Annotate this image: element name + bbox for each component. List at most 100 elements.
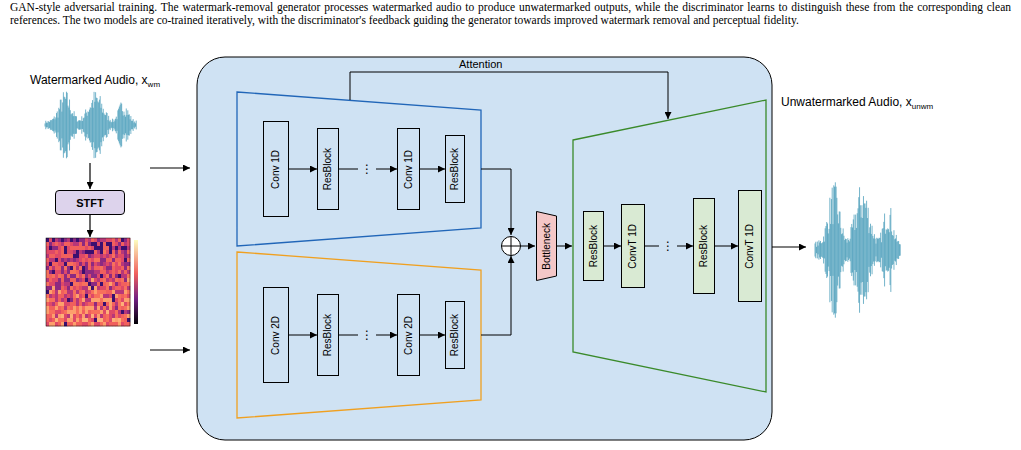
spectrogram-cell (58, 254, 61, 258)
flow-connector (420, 335, 445, 336)
spectrogram-cell (118, 322, 121, 326)
spectrogram-cell (76, 262, 79, 266)
spectrogram-cell (91, 250, 94, 254)
spectrogram-cell (64, 310, 67, 314)
spectrogram-cell (55, 298, 58, 302)
spectrogram-cell (91, 246, 94, 250)
spectrogram-cell (67, 242, 70, 246)
spectrogram-cell (91, 254, 94, 258)
spectrogram-cell (46, 254, 49, 258)
spectrogram-cell (79, 278, 82, 282)
spectrogram-cell (82, 294, 85, 298)
layer-label: ResBlock (450, 148, 460, 190)
spectrogram-cell (121, 238, 124, 242)
spectrogram-cell (79, 238, 82, 242)
spectrogram-cell (70, 314, 73, 318)
spectrogram-cell (49, 298, 52, 302)
spectrogram-cell (97, 298, 100, 302)
spectrogram-cell (52, 290, 55, 294)
waveform-encoder-outline (237, 92, 481, 246)
spectrogram-cell (121, 278, 124, 282)
spectrogram-cell (55, 246, 58, 250)
spectrogram-cell (112, 322, 115, 326)
spectrogram-cell (58, 238, 61, 242)
spectrogram-cell (55, 318, 58, 322)
spectrogram-cell (88, 270, 91, 274)
spectrogram-cell (73, 274, 76, 278)
spectrogram-cell (94, 270, 97, 274)
spectrogram-cell (100, 310, 103, 314)
spectrogram-cell (55, 306, 58, 310)
spectrogram-cell (73, 258, 76, 262)
spectrogram-cell (103, 238, 106, 242)
spectrogram-cell (73, 266, 76, 270)
spectrogram-cell (79, 246, 82, 250)
spectrogram-cell (94, 294, 97, 298)
spectrogram-cell (49, 322, 52, 326)
spectrogram-cell (94, 238, 97, 242)
spectrogram-cell (76, 258, 79, 262)
spectrogram-cell (85, 306, 88, 310)
spectrogram-cell (85, 266, 88, 270)
spectrogram-encoder-outline (237, 252, 481, 418)
spectrogram-cell (94, 254, 97, 258)
spectrogram-cell (55, 270, 58, 274)
spectrogram-cell (91, 238, 94, 242)
spectrogram-cell (115, 322, 118, 326)
encoder-layer-block: Conv 2D (397, 294, 420, 376)
spectrogram-cell (67, 250, 70, 254)
spectrogram-cell (64, 290, 67, 294)
spectrogram-cell (124, 298, 127, 302)
spectrogram-cell (79, 306, 82, 310)
spectrogram-cell (64, 258, 67, 262)
spectrogram-cell (58, 294, 61, 298)
spectrogram-cell (58, 274, 61, 278)
spectrogram-cell (46, 274, 49, 278)
decoder-layer-block: ResBlock (583, 211, 604, 281)
spectrogram-cell (118, 294, 121, 298)
spectrogram-cell (52, 282, 55, 286)
spectrogram-cell (73, 294, 76, 298)
ellipsis-label: ⋮ (358, 163, 376, 175)
spectrogram-cell (112, 274, 115, 278)
spectrogram-cell (73, 302, 76, 306)
spectrogram-cell (91, 266, 94, 270)
spectrogram-cell (118, 266, 121, 270)
spectrogram-cell (94, 262, 97, 266)
spectrogram-cell (61, 278, 64, 282)
spectrogram-cell (70, 306, 73, 310)
spectrogram-cell (67, 322, 70, 326)
spectrogram-cell (76, 246, 79, 250)
spectrogram-cell (46, 318, 49, 322)
spectrogram-cell (61, 282, 64, 286)
spectrogram-cell (118, 270, 121, 274)
flow-connector (289, 335, 317, 336)
spectrogram-cell (94, 274, 97, 278)
spectrogram-cell (52, 238, 55, 242)
spectrogram-cell (76, 298, 79, 302)
spectrogram-cell (118, 302, 121, 306)
spectrogram-cell (58, 246, 61, 250)
spectrogram-cell (58, 290, 61, 294)
spectrogram-cell (76, 274, 79, 278)
spectrogram-cell (124, 318, 127, 322)
spectrogram-cell (124, 270, 127, 274)
spectrogram-cell (46, 298, 49, 302)
spectrogram-cell (115, 318, 118, 322)
spectrogram-cell (100, 282, 103, 286)
spectrogram-cell (115, 238, 118, 242)
spectrogram-cell (61, 306, 64, 310)
spectrogram-cell (79, 302, 82, 306)
spectrogram-cell (106, 246, 109, 250)
spectrogram-cell (109, 274, 112, 278)
spectrogram-cell (109, 322, 112, 326)
spectrogram-cell (52, 318, 55, 322)
spectrogram-cell (97, 290, 100, 294)
spectrogram-cell (79, 298, 82, 302)
spectrogram-cell (52, 322, 55, 326)
spectrogram-cell (118, 286, 121, 290)
ellipsis-label: ⋮ (358, 329, 376, 341)
spectrogram-cell (115, 270, 118, 274)
spectrogram-cell (124, 238, 127, 242)
spectrogram-cell (67, 310, 70, 314)
